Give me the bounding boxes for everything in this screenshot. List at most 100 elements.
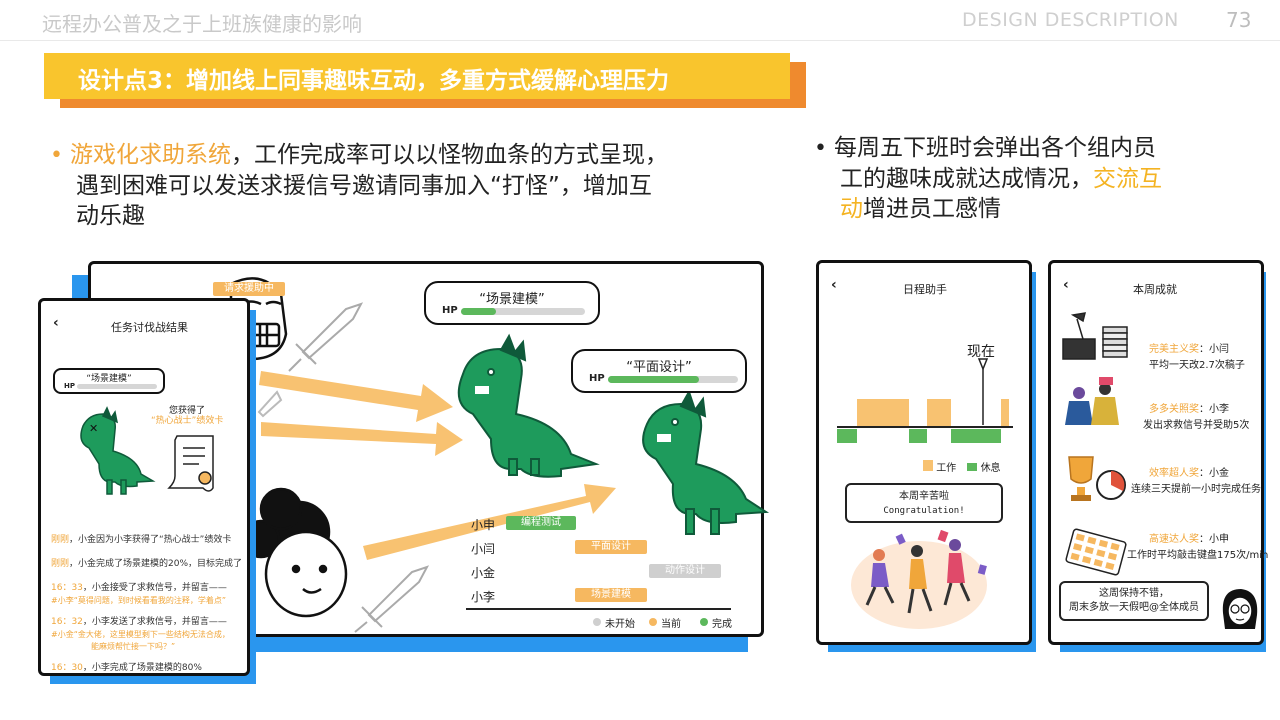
legend-dot-current [649, 618, 657, 626]
message-quote: #小金“金大佬，这里模型剩下一些结构无法合成， [51, 630, 230, 639]
reward-line2: “热心战士”绩效卡 [151, 416, 224, 426]
battle-illustration [229, 277, 770, 633]
announcement-bubble: 这周保持不错， 周末多放一天假吧@全体成员 [1059, 581, 1209, 621]
hp-card-monster2: “平面设计” HP [571, 349, 747, 393]
result-hp-label: HP [64, 382, 75, 390]
monster1-hp-label: HP [442, 305, 458, 316]
jumping-people [865, 529, 987, 614]
announcement-line1: 这周保持不错， [1099, 588, 1169, 599]
page-number: 73 [1226, 8, 1252, 32]
bullet-left-line3: 动乐趣 [76, 203, 145, 229]
certificate-scroll-icon [167, 435, 214, 492]
legend-pending: 未开始 [605, 619, 635, 630]
schedule-timeline [837, 358, 1013, 468]
work-block [857, 399, 909, 427]
dinosaur-monster [642, 389, 770, 535]
desk-lamp-icon [1062, 312, 1128, 360]
back-icon[interactable]: ‹ [53, 315, 59, 331]
congrats-bubble: 本周辛苦啦 Congratulation! [845, 483, 1003, 523]
member-name: 小申 [471, 518, 496, 532]
now-marker-icon [977, 358, 989, 372]
arrow-bottom [363, 484, 616, 560]
message-feed: 刚刚，小金因为小李获得了“热心战士”绩效卡 刚刚，小金完成了场景建模的20%，目… [51, 533, 247, 675]
legend-work: 工作 [936, 463, 957, 474]
announcement-line2: 周末多放一天假吧@全体成员 [1069, 602, 1199, 613]
bullet-right: • 每周五下班时会弹出各个组内员 工的趣味成就达成情况，交流互 动增进员工感情 [814, 133, 1254, 224]
back-icon[interactable]: ‹ [831, 277, 837, 293]
now-label: 现在 [967, 344, 995, 360]
task-tag: 场景建模 [575, 588, 647, 602]
message-item: 刚刚，小金完成了场景建模的20%，目标完成了 [51, 559, 243, 569]
task-tag: 编程测试 [506, 516, 576, 530]
legend-dot-pending [593, 618, 601, 626]
work-block [1001, 399, 1009, 427]
celebration-illustration [851, 529, 987, 629]
legend-swatch-work [923, 463, 933, 471]
sword-icon [354, 565, 430, 633]
sword-icon [257, 390, 283, 418]
message-item: 刚刚，小金因为小李获得了“热心战士”绩效卡 [51, 535, 232, 545]
rest-block [909, 429, 927, 443]
svg-text:✕: ✕ [89, 422, 98, 435]
rest-block [951, 429, 1001, 443]
achievement-icons [1062, 312, 1128, 576]
task-tag: 平面设计 [575, 540, 647, 554]
monster2-hp-track [608, 376, 738, 383]
header-divider [0, 40, 1280, 41]
bullet-left: • 游戏化求助系统，工作完成率可以以怪物血条的方式呈现， 遇到困难可以发送求援信… [50, 140, 790, 231]
congrats-line2: Congratulation! [883, 506, 965, 516]
monster2-hp-fill [608, 376, 699, 383]
trophy-icon [1068, 456, 1126, 501]
arrow-mid [261, 422, 463, 456]
hp-card-result: “场景建模” HP [53, 368, 165, 394]
schedule-title: 日程助手 [903, 283, 947, 296]
result-title: 任务讨伐战结果 [111, 321, 188, 334]
dinosaur-defeated: ✕ [80, 406, 156, 495]
achievement-item: 完美主义奖：小闫 平均一天改2.7次稿子 [1149, 344, 1245, 371]
rest-block [837, 429, 857, 443]
reward-line1: 您获得了 [169, 406, 206, 416]
result-monster-name: “场景建模” [86, 374, 132, 384]
banner-title: 设计点3：增加线上同事趣味互动，多重方式缓解心理压力 [78, 68, 670, 94]
task-row: 小闫 [471, 540, 495, 557]
task-row: 小金 [471, 564, 495, 581]
monster1-hp-fill [461, 308, 496, 315]
arrow-top [259, 371, 453, 422]
bullet-left-highlight: 游戏化求助系统 [69, 142, 231, 168]
bullet-right-line1: 每周五下班时会弹出各个组内员 [833, 135, 1156, 161]
task-row: 小申 [471, 516, 495, 533]
page-header-title: 远程办公普及之于上班族健康的影响 [42, 12, 362, 36]
monster2-hp-label: HP [589, 373, 605, 384]
bullet-left-line1: ，工作完成率可以以怪物血条的方式呈现， [230, 142, 668, 168]
legend-swatch-rest [967, 463, 978, 471]
bullet-dot: • [50, 143, 70, 168]
result-phone: ‹ 任务讨伐战结果 “场景建模” HP ✕ 您获得了 “热心战士”绩效卡 刚刚，… [38, 298, 250, 676]
achievement-phone: ‹ 本周成就 [1048, 260, 1268, 645]
helping-people-icon [1065, 377, 1119, 425]
achievement-item: 多多关照奖：小李 发出求救信号并受助5次 [1143, 404, 1250, 431]
person-avatar [241, 487, 348, 618]
task-tag: 动作设计 [649, 564, 721, 578]
back-icon[interactable]: ‹ [1063, 277, 1069, 293]
bullet-dot: • [814, 136, 834, 161]
congrats-line1: 本周辛苦啦 [899, 491, 949, 502]
hp-card-monster1: “场景建模” HP [424, 281, 600, 325]
result-hp-track [77, 384, 157, 389]
bullet-right-line2b: 交流互 [1093, 166, 1162, 192]
section-label: DESIGN DESCRIPTION [962, 9, 1179, 31]
legend-done: 完成 [712, 619, 732, 630]
manager-avatar [1222, 589, 1258, 629]
legend-current: 当前 [661, 619, 681, 630]
message-item: 16：32，小李发送了求救信号，并留言—— [51, 617, 227, 627]
message-item: 16：30，小李完成了场景建模的80% [51, 663, 202, 673]
bullet-right-line2a: 工的趣味成就达成情况， [840, 166, 1093, 192]
work-block [927, 399, 951, 427]
help-request-badge: 请求援助中 [213, 282, 285, 296]
message-item: 16：33，小金接受了求救信号，并留言—— [51, 583, 227, 593]
bullet-left-line2: 遇到困难可以发送求援信号邀请同事加入“打怪”，增加互 [76, 173, 652, 199]
legend-rest: 休息 [980, 463, 1001, 474]
member-name: 小闫 [471, 542, 496, 556]
bullet-right-line3b: 增进员工感情 [863, 196, 1001, 222]
achievement-title: 本周成就 [1133, 283, 1177, 296]
monster2-name: “平面设计” [626, 360, 692, 375]
